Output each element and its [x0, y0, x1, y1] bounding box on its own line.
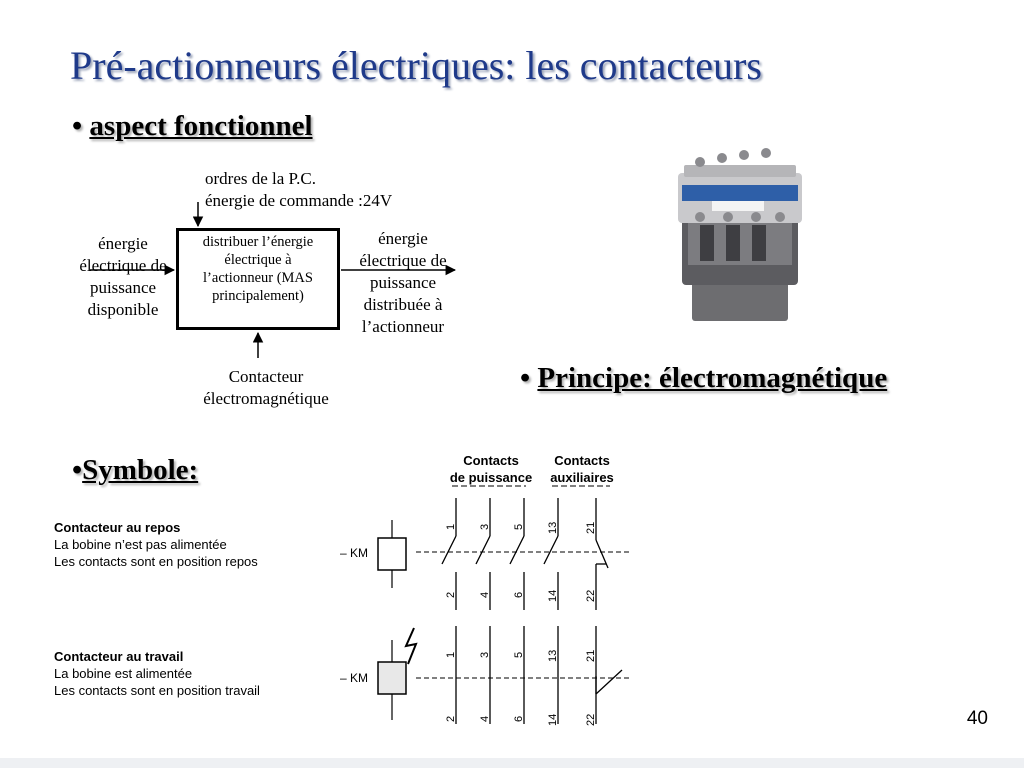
bottom-label: Contacteur électromagnétique [203, 367, 329, 408]
svg-text:14: 14 [547, 590, 559, 602]
svg-text:5: 5 [513, 524, 525, 530]
travail-schematic: – KM 1 3 5 13 21 2 4 6 14 22 [340, 626, 630, 726]
footer-band [0, 758, 1024, 768]
page-title: Pré-actionneurs électriques: les contact… [70, 43, 762, 88]
svg-text:13: 13 [547, 522, 559, 534]
svg-text:21: 21 [585, 650, 597, 662]
top-input-label: ordres de la P.C. énergie de commande :2… [205, 169, 393, 210]
svg-text:14: 14 [547, 714, 559, 726]
travail-description: Contacteur au travail La bobine est alim… [54, 649, 260, 698]
svg-text:5: 5 [513, 652, 525, 658]
repos-description: Contacteur au repos La bobine n’est pas … [54, 520, 258, 569]
coil-label-repos: – KM [340, 546, 368, 560]
bullet-principe: • Principe: électromagnétique [520, 362, 888, 394]
svg-text:3: 3 [479, 652, 491, 658]
page-number: 40 [966, 708, 988, 729]
contactor-symbol-diagram: – KM 1 3 5 13 21 2 4 6 14 22 – KM [340, 485, 630, 726]
svg-text:1: 1 [445, 652, 457, 658]
repos-schematic: – KM 1 3 5 13 21 2 4 6 14 22 [340, 498, 630, 610]
svg-text:6: 6 [513, 716, 525, 722]
contactor-photo [678, 148, 802, 321]
right-output-label: énergie électrique de puissance distribu… [359, 229, 447, 336]
svg-text:22: 22 [585, 590, 597, 602]
functional-diagram-arrows [90, 202, 457, 358]
energized-lightning-icon [404, 627, 418, 665]
svg-text:13: 13 [547, 650, 559, 662]
svg-text:21: 21 [585, 522, 597, 534]
function-box-text: distribuer l’énergie électrique à l’acti… [202, 234, 314, 304]
header-power-contacts: Contacts de puissance [449, 453, 533, 485]
svg-text:22: 22 [585, 714, 597, 726]
svg-text:2: 2 [445, 592, 457, 598]
header-aux-contacts: Contacts auxiliaires [550, 453, 614, 485]
coil-travail [377, 661, 407, 695]
svg-text:6: 6 [513, 592, 525, 598]
svg-text:4: 4 [479, 592, 491, 598]
bullet-symbole: •Symbole: [72, 454, 199, 486]
bullet-aspect-fonctionnel: • aspect fonctionnel [72, 110, 313, 142]
coil-label-travail: – KM [340, 671, 368, 685]
function-box [176, 228, 340, 330]
coil-repos [377, 537, 407, 571]
svg-text:3: 3 [479, 524, 491, 530]
svg-text:2: 2 [445, 716, 457, 722]
svg-text:4: 4 [479, 716, 491, 722]
svg-text:1: 1 [445, 524, 457, 530]
